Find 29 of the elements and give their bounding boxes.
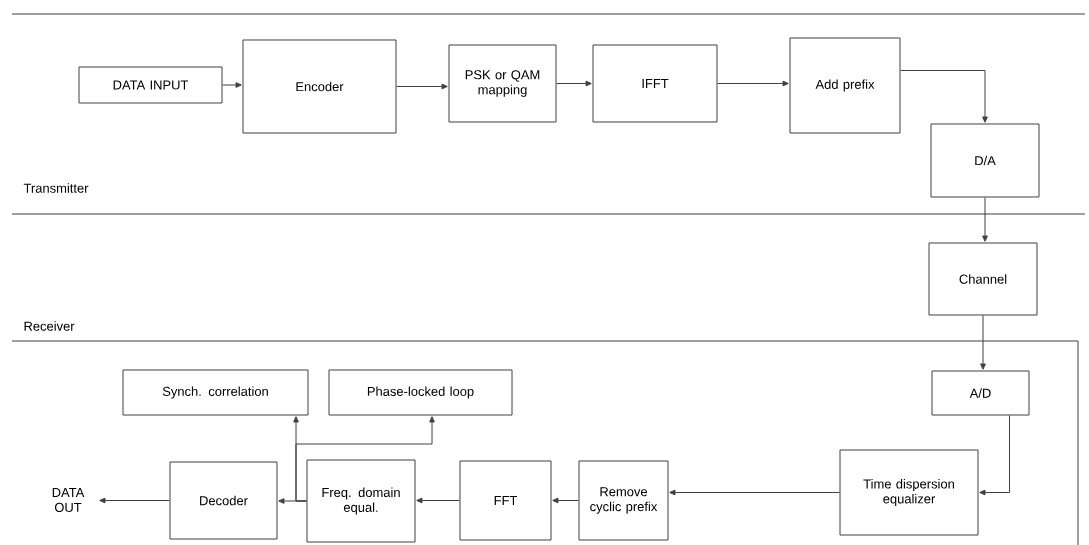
process-box: Remove cyclic prefix xyxy=(578,460,669,541)
process-box: D/A xyxy=(930,123,1040,198)
arrow xyxy=(982,197,988,242)
process-box: Freq. domain equal. xyxy=(306,459,416,543)
arrow xyxy=(900,70,988,123)
process-box: Phase-locked loop xyxy=(328,369,513,416)
process-box: Time dispersion equalizer xyxy=(839,449,979,536)
process-box: Decoder xyxy=(169,461,278,540)
process-box: Channel xyxy=(928,242,1038,316)
arrow xyxy=(980,315,986,370)
process-box: A/D xyxy=(931,370,1030,416)
process-box: Synch. correlation xyxy=(122,369,309,416)
process-box: Encoder xyxy=(242,39,397,134)
process-box: Add prefix xyxy=(789,37,901,134)
arrow xyxy=(669,489,840,496)
arrow xyxy=(416,497,460,504)
process-box: FFT xyxy=(459,460,552,541)
arrow xyxy=(717,80,789,87)
arrow xyxy=(295,416,435,502)
arrow xyxy=(222,82,242,88)
output-label: DATA OUT xyxy=(52,488,85,512)
arrow xyxy=(552,497,579,504)
process-box: DATA INPUT xyxy=(78,66,223,104)
arrow xyxy=(99,497,170,504)
arrow xyxy=(396,83,448,90)
arrow xyxy=(556,80,592,87)
process-box: IFFT xyxy=(592,44,718,123)
arrow xyxy=(979,415,1010,496)
process-box: PSK or QAM mapping xyxy=(448,44,557,123)
